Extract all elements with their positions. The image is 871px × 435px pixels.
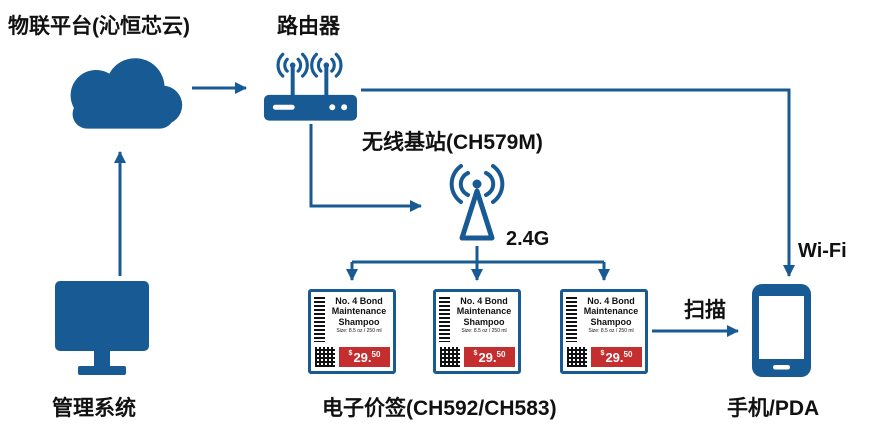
product-name-line1: No. 4 Bond: [587, 296, 635, 306]
currency-symbol: $: [348, 350, 353, 357]
price-tag: No. 4 Bond Maintenance Shampoo Size: 8.5…: [308, 289, 396, 374]
price-main: 29.: [605, 349, 624, 365]
phone-label: 手机/PDA: [727, 397, 820, 420]
price-badge: $29.50: [339, 347, 390, 367]
barcode-icon: [566, 297, 577, 342]
wifi-label: Wi-Fi: [798, 240, 847, 262]
product-name-line3: Shampoo: [463, 316, 505, 327]
price-main: 29.: [353, 349, 372, 365]
phone-icon: [752, 284, 811, 377]
product-name-line1: No. 4 Bond: [335, 296, 383, 306]
edge-router-to-station: [309, 124, 422, 212]
tags-label: 电子价签(CH592/CH583): [322, 397, 557, 420]
product-name-line3: Shampoo: [590, 316, 632, 327]
base-station-icon: [449, 164, 505, 241]
cloud-label: 物联平台(沁恒芯云): [8, 15, 190, 38]
price-badge: $29.50: [464, 347, 515, 367]
product-name-line2: Maintenance: [456, 306, 512, 317]
price-tag-text: No. 4 Bond Maintenance Shampoo Size: 8.5…: [452, 296, 516, 335]
product-name-line3: Shampoo: [338, 316, 380, 327]
price-cents: 50: [371, 350, 381, 359]
station-label: 无线基站(CH579M): [362, 131, 543, 154]
currency-symbol: $: [473, 350, 478, 357]
qr-code-icon: [440, 347, 460, 367]
currency-symbol: $: [600, 350, 605, 357]
price-tag: No. 4 Bond Maintenance Shampoo Size: 8.5…: [433, 289, 521, 374]
price-cents: 50: [496, 350, 506, 359]
computer-label: 管理系统: [52, 397, 136, 420]
router-label: 路由器: [277, 15, 340, 38]
edge-router-to-phone: [361, 88, 795, 277]
product-name-line2: Maintenance: [583, 306, 639, 317]
barcode-icon: [314, 297, 325, 342]
price-badge: $29.50: [591, 347, 642, 367]
scan-label: 扫描: [684, 299, 726, 322]
product-size: Size: 8.5 oz / 250 ml: [588, 328, 634, 335]
price-main: 29.: [478, 349, 497, 365]
cloud-icon: [70, 58, 183, 129]
barcode-icon: [439, 297, 450, 342]
computer-icon: [55, 281, 149, 375]
price-tag-text: No. 4 Bond Maintenance Shampoo Size: 8.5…: [579, 296, 643, 335]
qr-code-icon: [567, 347, 587, 367]
product-name-line2: Maintenance: [331, 306, 387, 317]
product-name-line1: No. 4 Bond: [460, 296, 508, 306]
product-size: Size: 8.5 oz / 250 ml: [336, 328, 382, 335]
qr-code-icon: [315, 347, 335, 367]
freq-label: 2.4G: [506, 228, 550, 250]
price-tag: No. 4 Bond Maintenance Shampoo Size: 8.5…: [560, 289, 648, 374]
product-size: Size: 8.5 oz / 250 ml: [461, 328, 507, 335]
router-icon: [263, 52, 358, 121]
price-tag-text: No. 4 Bond Maintenance Shampoo Size: 8.5…: [327, 296, 391, 335]
price-cents: 50: [623, 350, 633, 359]
